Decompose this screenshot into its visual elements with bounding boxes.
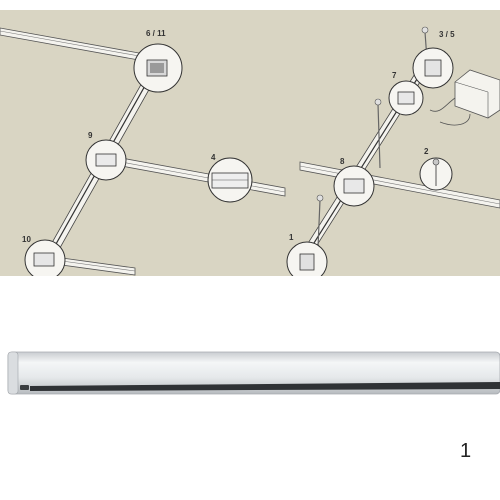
diagram-background — [0, 10, 500, 276]
callout-label-8: 8 — [340, 157, 345, 166]
right-track-assembly — [286, 26, 500, 276]
rail-screw-hole — [20, 385, 29, 390]
rail-slot — [30, 382, 500, 391]
track-rail-product — [7, 351, 500, 395]
callout-label-10: 10 — [22, 235, 31, 244]
callout-label-9: 9 — [88, 131, 93, 140]
rail-end-cap — [7, 351, 19, 395]
track-installation-diagram: 6 / 11 9 4 10 3 / 5 7 2 8 1 — [0, 26, 500, 276]
callout-label-4: 4 — [211, 153, 216, 162]
callout-label-7: 7 — [392, 71, 397, 80]
left-track-assembly — [0, 27, 286, 276]
product-number-label: 1 — [460, 440, 472, 462]
callout-label-3-5: 3 / 5 — [439, 30, 455, 39]
callout-label-6-11: 6 / 11 — [146, 29, 166, 38]
callout-label-2: 2 — [424, 147, 429, 156]
callout-label-1: 1 — [289, 233, 294, 242]
